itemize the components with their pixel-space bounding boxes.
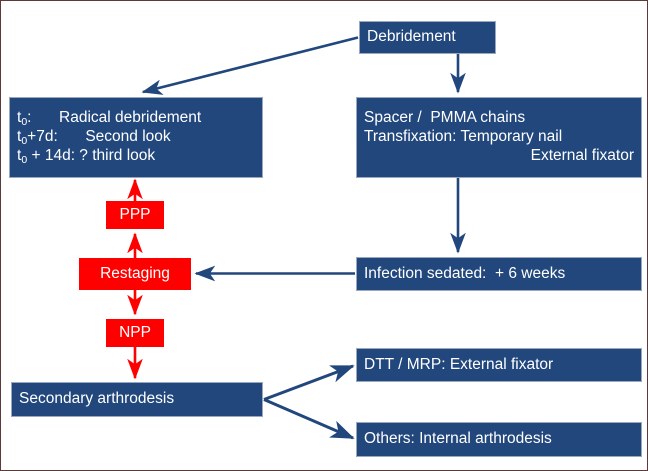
edge-secondary-arthrodesis-to-dtt-mrp bbox=[263, 364, 355, 401]
node-spacer-line-1: Spacer / PMMA chains bbox=[364, 109, 526, 127]
node-npp-label: NPP bbox=[119, 323, 151, 341]
node-secondary-arthrodesis[interactable]: Secondary arthrodesis bbox=[11, 382, 263, 417]
node-spacer-line-2: Transfixation: Temporary nail bbox=[364, 128, 563, 146]
edge-debridement-to-staged-debridement bbox=[141, 36, 359, 95]
node-staged-debridement-line-2: t0+7d: Second look bbox=[17, 128, 171, 148]
node-others[interactable]: Others: Internal arthrodesis bbox=[356, 422, 642, 457]
node-spacer-line-3: External fixator bbox=[530, 146, 634, 164]
subscript-zero: 0 bbox=[21, 135, 28, 148]
node-infection-sedated[interactable]: Infection sedated: + 6 weeks bbox=[356, 257, 642, 291]
subscript-zero: 0 bbox=[21, 116, 28, 129]
node-ppp-label: PPP bbox=[119, 205, 151, 223]
node-debridement[interactable]: Debridement bbox=[359, 21, 496, 54]
node-spacer[interactable]: Spacer / PMMA chains Transfixation: Temp… bbox=[356, 97, 642, 178]
node-staged-debridement-line-3: t0 + 14d: ? third look bbox=[17, 146, 156, 166]
edge-secondary-arthrodesis-to-others bbox=[263, 398, 355, 440]
node-secondary-arthrodesis-label: Secondary arthrodesis bbox=[19, 390, 175, 408]
node-ppp[interactable]: PPP bbox=[106, 201, 164, 229]
node-dtt-mrp[interactable]: DTT / MRP: External fixator bbox=[356, 348, 642, 382]
node-restaging[interactable]: Restaging bbox=[79, 258, 191, 290]
node-debridement-label: Debridement bbox=[367, 28, 456, 46]
node-dtt-mrp-label: DTT / MRP: External fixator bbox=[364, 355, 554, 373]
node-staged-debridement[interactable]: t0: Radical debridement t0+7d: Second lo… bbox=[9, 97, 263, 178]
subscript-zero: 0 bbox=[21, 153, 28, 166]
node-others-label: Others: Internal arthrodesis bbox=[364, 430, 552, 448]
node-infection-sedated-label: Infection sedated: + 6 weeks bbox=[364, 264, 566, 282]
node-restaging-label: Restaging bbox=[100, 264, 170, 282]
node-staged-debridement-line-1: t0: Radical debridement bbox=[17, 109, 202, 129]
node-npp[interactable]: NPP bbox=[106, 319, 164, 347]
